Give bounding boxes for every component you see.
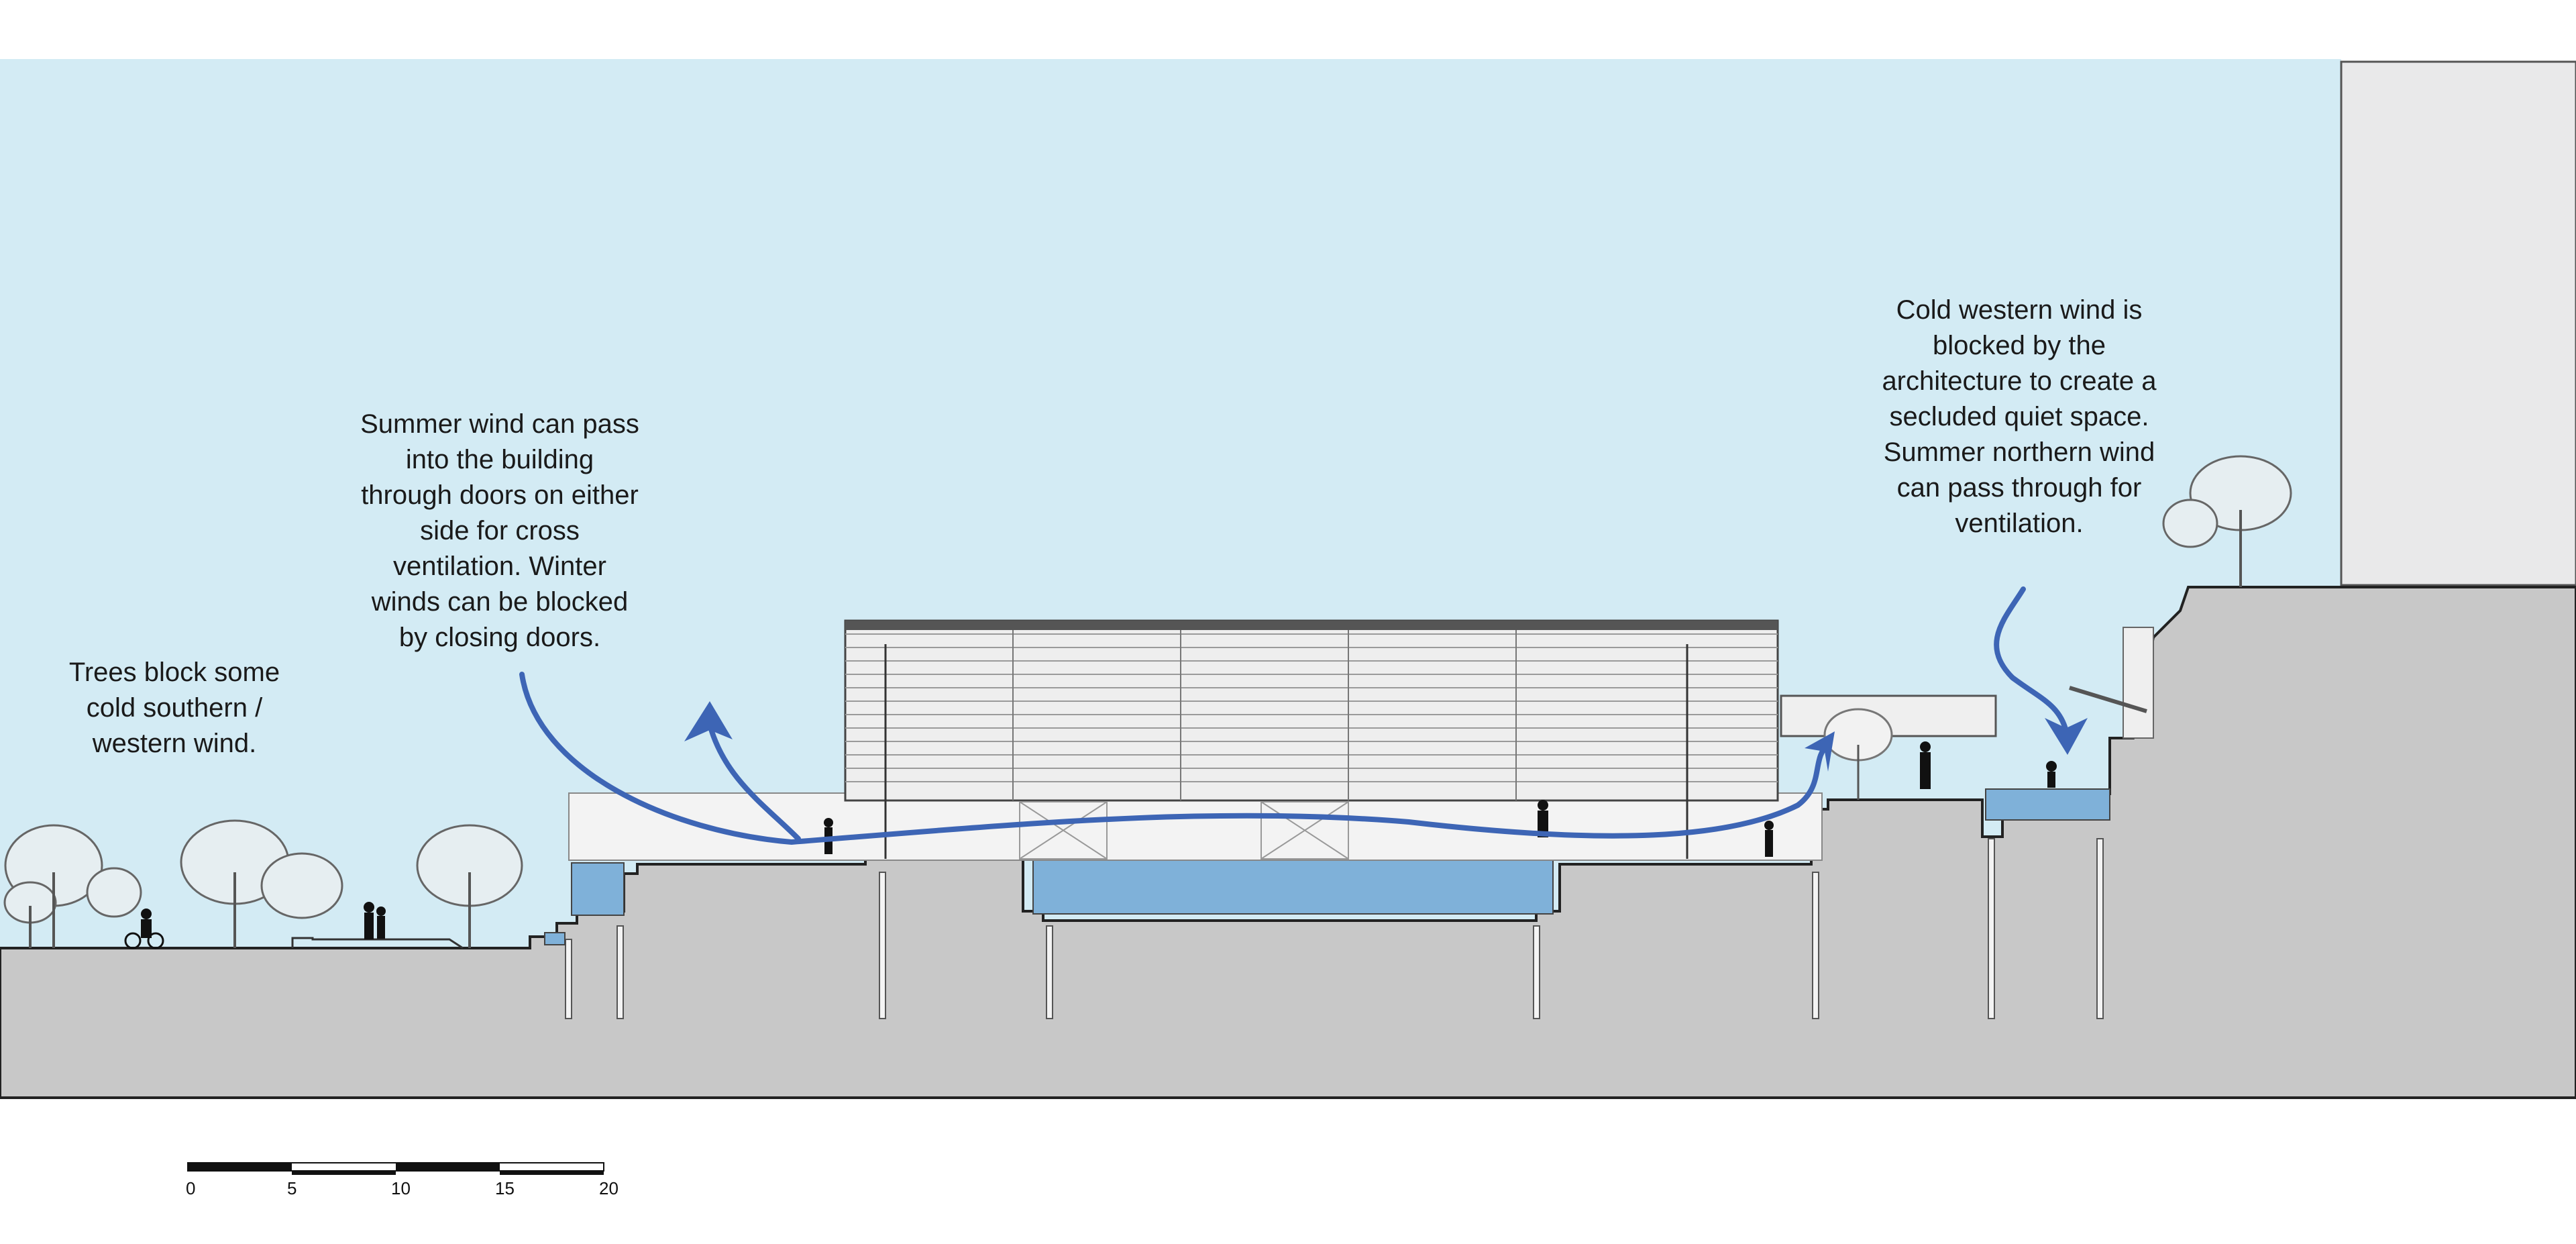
structural-mullions — [884, 630, 1688, 859]
wind-path-down — [1994, 586, 2069, 734]
arrowhead-up-icon — [684, 701, 733, 741]
annotation-summer-line: ventilation. Winter — [393, 552, 606, 581]
scale-tick-label: 0 — [186, 1178, 196, 1198]
right-canopy — [2069, 686, 2147, 713]
scale-tick-label: 10 — [391, 1178, 411, 1198]
right-pool — [1985, 788, 2110, 821]
right-pavilion-roof — [1780, 694, 1997, 737]
annotation-cold-line: blocked by the — [1933, 331, 2106, 360]
annotation-cold-line: can pass through for — [1896, 473, 2142, 503]
annotation-cold-line: ventilation. — [1955, 509, 2084, 538]
scale-bar — [187, 1162, 604, 1175]
adjacent-tall-building — [2340, 60, 2576, 586]
foundation-piles — [565, 838, 2104, 1019]
main-building-facade — [844, 619, 1779, 802]
tree-courtyard — [1823, 708, 1893, 800]
low-wall — [291, 937, 464, 949]
annotation-summer-line: side for cross — [420, 516, 580, 546]
louver-lines — [845, 633, 1778, 782]
wind-arrowheads — [684, 701, 2088, 772]
tree-hilltop — [2162, 455, 2292, 587]
roof-band — [845, 621, 1778, 630]
annotation-cold-line: architecture to create a — [1882, 366, 2157, 396]
wind-path-up — [707, 722, 801, 841]
annotation-cold-line: secluded quiet space. — [1889, 402, 2149, 431]
scale-tick-label: 15 — [495, 1178, 515, 1198]
small-pool — [544, 932, 566, 945]
annotation-summer-line: winds can be blocked — [371, 587, 629, 617]
annotation-summer-line: through doors on either — [361, 480, 639, 510]
annotation-summer-line: Summer wind can pass — [360, 409, 639, 439]
tree-trunks-left — [29, 872, 471, 948]
arrowhead-down-icon — [2045, 718, 2088, 755]
wind-arrows — [519, 586, 2069, 845]
ground-floor-frames — [1019, 801, 1349, 860]
left-pool — [571, 862, 625, 916]
annotation-summer-line: into the building — [405, 445, 594, 474]
wind-path-main — [519, 672, 1831, 845]
tree-group-left — [3, 819, 523, 924]
main-pool — [1032, 858, 1554, 915]
people-silhouettes — [141, 741, 2057, 939]
scale-tick-label: 20 — [599, 1178, 619, 1198]
annotation-summer-wind: Summer wind can pass into the building t… — [322, 407, 678, 656]
annotation-trees-line: western wind. — [92, 729, 257, 758]
podium-wall — [568, 792, 1823, 861]
annotation-cold-line: Summer northern wind — [1883, 437, 2155, 467]
scale-tick-label: 5 — [287, 1178, 297, 1198]
annotation-trees-line: cold southern / — [86, 693, 263, 723]
cyclist-icon — [124, 932, 164, 949]
annotation-cold-wind: Cold western wind is blocked by the arch… — [1838, 293, 2200, 541]
annotation-cold-line: Cold western wind is — [1896, 295, 2143, 325]
right-wall — [2123, 627, 2154, 739]
annotation-summer-line: by closing doors. — [398, 623, 601, 652]
arrowhead-right-icon — [1805, 731, 1835, 772]
annotation-trees-line: Trees block some — [68, 658, 280, 687]
annotation-trees: Trees block some cold southern / western… — [27, 655, 322, 762]
